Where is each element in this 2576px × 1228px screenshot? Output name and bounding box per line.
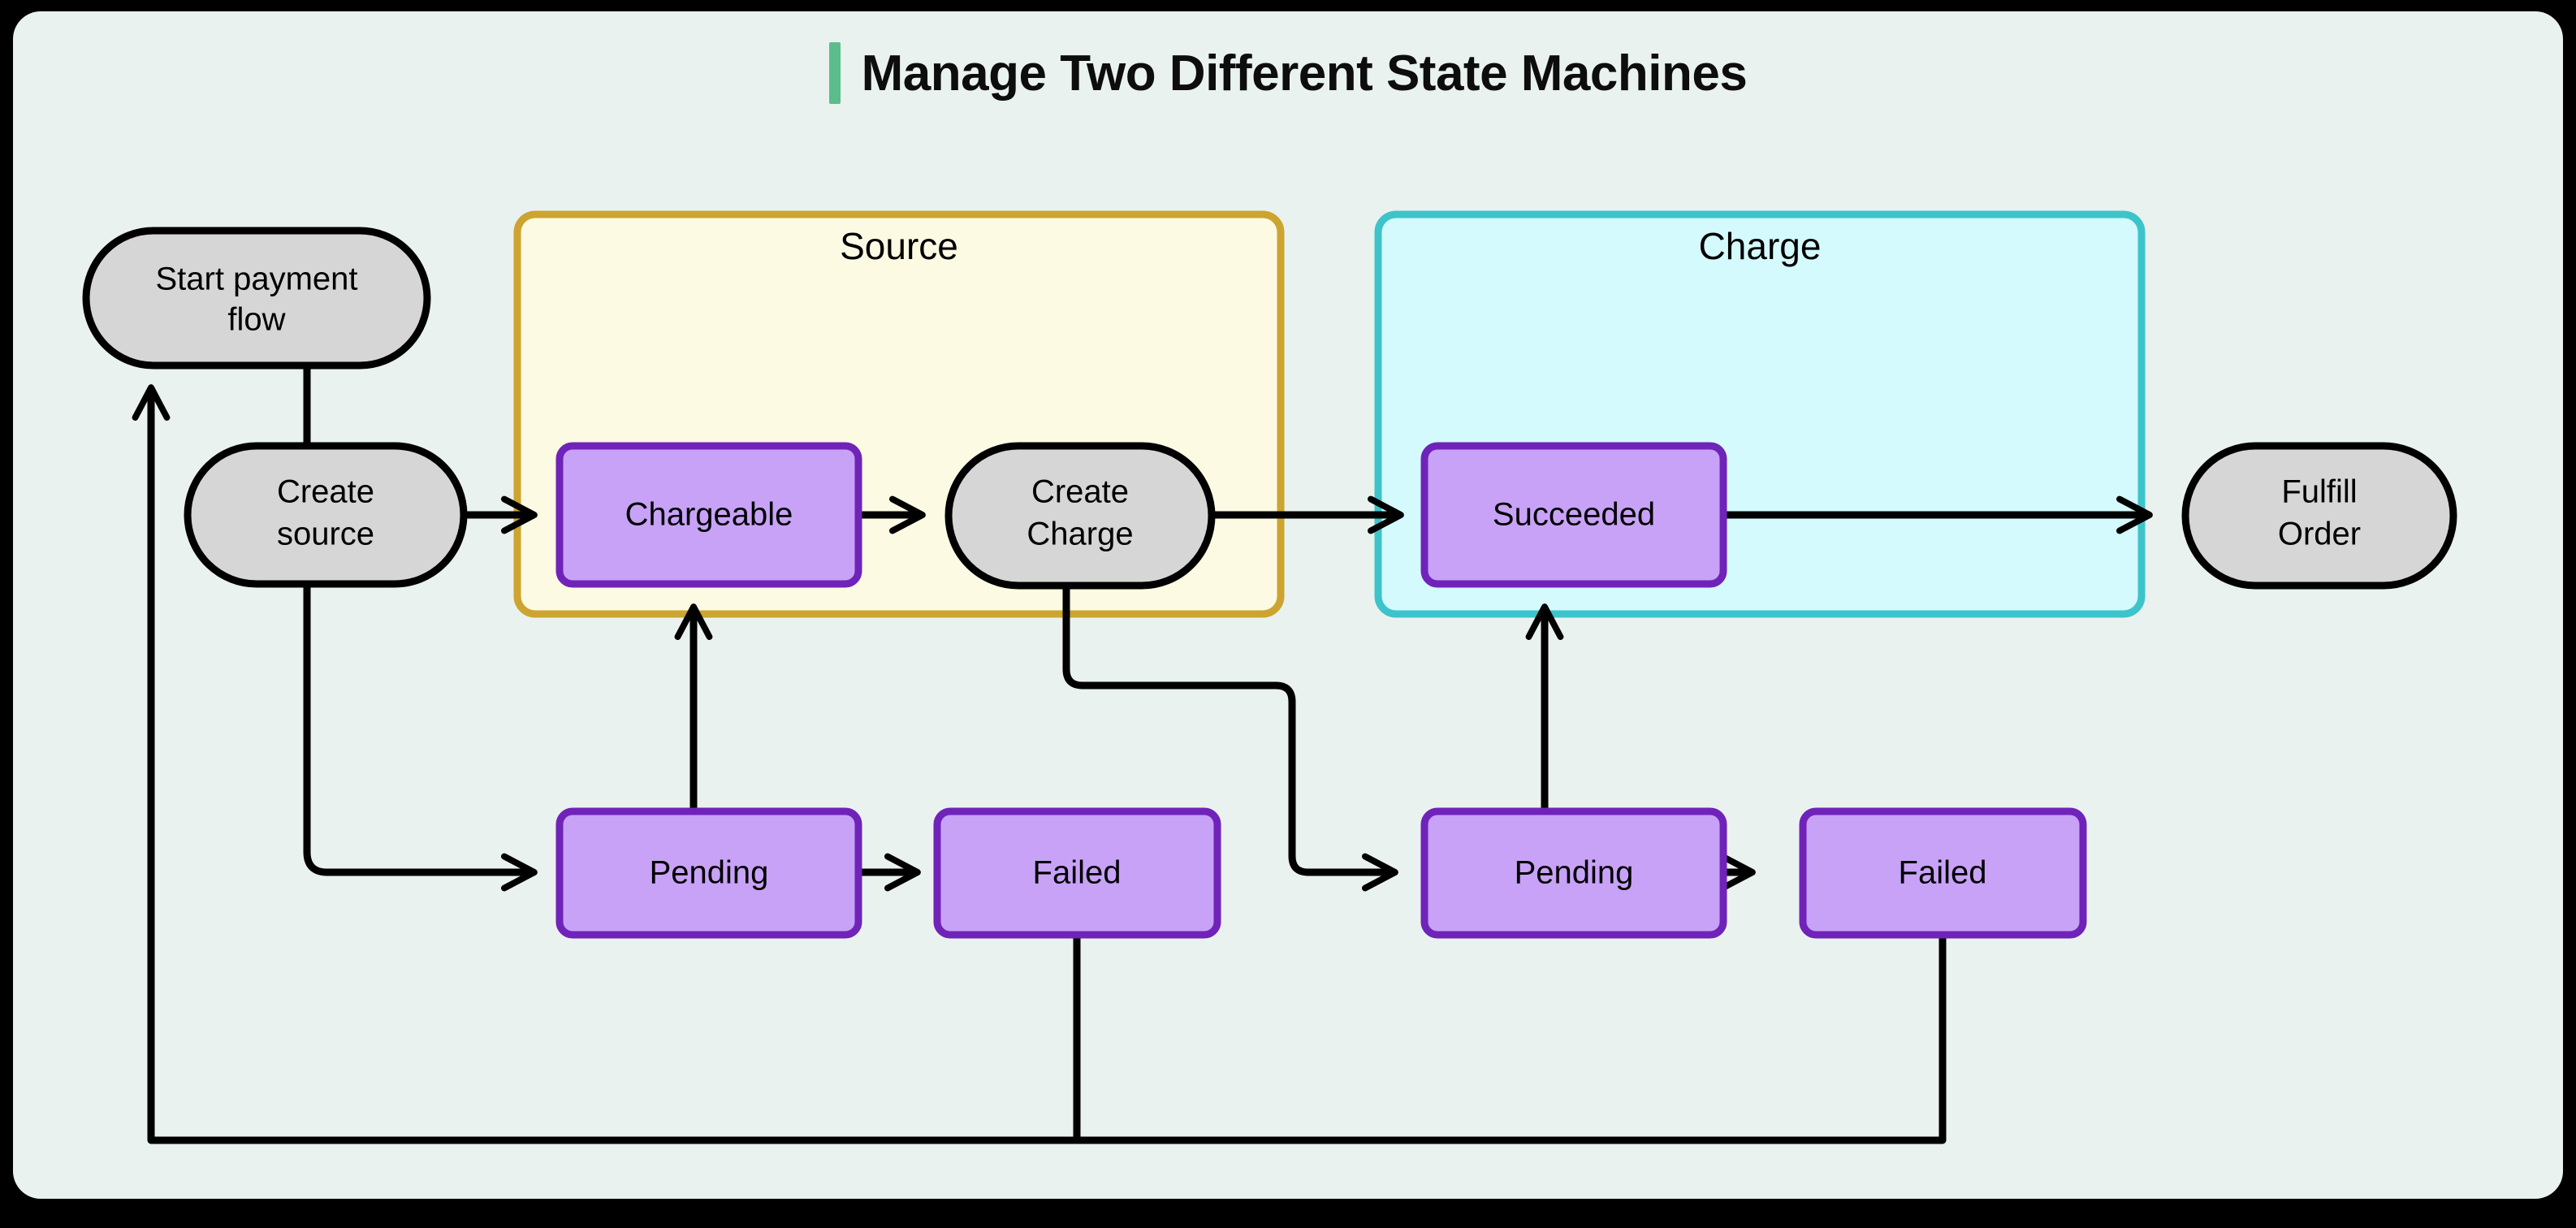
node-charge-succeeded-label: Succeeded bbox=[1493, 497, 1655, 533]
node-create-charge[interactable]: Create Charge bbox=[944, 442, 1216, 590]
node-charge-failed[interactable]: Failed bbox=[1799, 807, 2087, 939]
node-source-chargeable-label: Chargeable bbox=[625, 497, 793, 533]
node-start-payment-flow-label-line1: Start payment bbox=[155, 262, 357, 297]
subgraph-source-label: Source bbox=[840, 225, 958, 267]
page-title-text: Manage Two Different State Machines bbox=[861, 45, 1748, 102]
node-create-source-label-line2: source bbox=[277, 517, 374, 552]
node-charge-failed-label: Failed bbox=[1899, 855, 1987, 891]
node-source-failed-shape[interactable] bbox=[933, 807, 1221, 939]
node-start-payment-flow-label-line2: flow bbox=[227, 302, 285, 338]
flowchart-svg: Source Charge bbox=[82, 210, 2457, 1144]
page-title: Manage Two Different State Machines bbox=[13, 42, 2563, 104]
diagram-canvas: Manage Two Different State Machines Sour… bbox=[13, 11, 2563, 1199]
edge-create-charge-to-charge-pending bbox=[1062, 586, 1398, 892]
node-create-source-label-line1: Create bbox=[277, 474, 374, 510]
node-fulfill-order-label-line2: Order bbox=[2278, 517, 2361, 552]
node-create-source[interactable]: Create source bbox=[184, 442, 468, 588]
node-source-pending-shape[interactable] bbox=[555, 807, 862, 939]
node-charge-pending-label: Pending bbox=[1515, 855, 1634, 891]
edge-charge-failed-return-to-start bbox=[132, 384, 1947, 1144]
node-create-charge-label-line2: Charge bbox=[1027, 517, 1133, 552]
title-accent-bar bbox=[828, 42, 841, 104]
node-source-pending[interactable]: Pending bbox=[555, 807, 862, 939]
edge-create-source-to-source-pending bbox=[303, 585, 538, 892]
node-source-failed-label: Failed bbox=[1033, 855, 1122, 891]
node-charge-failed-shape[interactable] bbox=[1799, 807, 2087, 939]
node-start-payment-flow[interactable]: Start payment flow bbox=[82, 227, 431, 370]
node-charge-succeeded-shape[interactable] bbox=[1420, 442, 1727, 588]
node-fulfill-order-shape[interactable] bbox=[2181, 442, 2457, 590]
node-fulfill-order[interactable]: Fulfill Order bbox=[2181, 442, 2457, 590]
node-start-payment-flow-shape[interactable] bbox=[82, 227, 431, 370]
node-create-charge-shape[interactable] bbox=[944, 442, 1216, 590]
node-create-source-shape[interactable] bbox=[184, 442, 468, 588]
node-charge-succeeded[interactable]: Succeeded bbox=[1420, 442, 1727, 588]
node-fulfill-order-label-line1: Fulfill bbox=[2281, 474, 2357, 510]
node-source-failed[interactable]: Failed bbox=[933, 807, 1221, 939]
node-charge-pending[interactable]: Pending bbox=[1420, 807, 1727, 939]
node-source-chargeable[interactable]: Chargeable bbox=[555, 442, 862, 588]
node-source-pending-label: Pending bbox=[650, 855, 769, 891]
node-charge-pending-shape[interactable] bbox=[1420, 807, 1727, 939]
node-create-charge-label-line1: Create bbox=[1031, 474, 1129, 510]
node-source-chargeable-shape[interactable] bbox=[555, 442, 862, 588]
subgraph-charge-label: Charge bbox=[1699, 225, 1822, 267]
